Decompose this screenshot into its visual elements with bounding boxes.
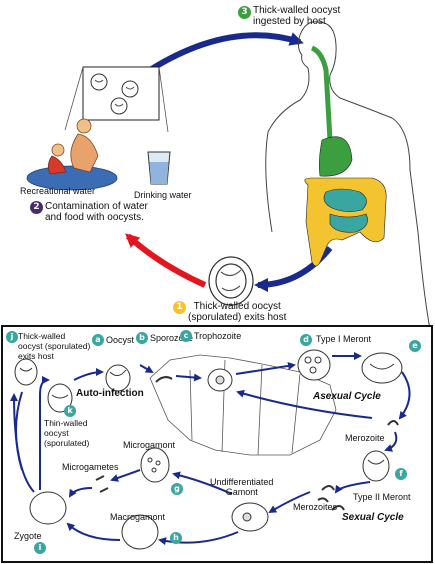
label-merozoites: Merozoites <box>293 502 338 512</box>
inset-oocysts <box>90 73 139 115</box>
microgamont-drawing <box>140 447 170 483</box>
merozoites-drawing <box>317 485 345 511</box>
step-1-badge: 1 <box>173 301 186 314</box>
badge-k: k <box>64 405 76 417</box>
central-oocyst <box>208 256 254 306</box>
merozoite-drawing <box>387 420 399 426</box>
label-b: Sporozoite <box>150 333 194 343</box>
drinking-water-glass <box>147 151 171 185</box>
meront-e-drawing <box>361 352 403 384</box>
meront-type1-drawing <box>297 349 331 381</box>
badge-j: j <box>6 331 18 343</box>
badge-a: a <box>92 334 104 346</box>
badge-b: b <box>136 332 148 344</box>
auto-infection-label: Auto-infection <box>76 388 144 399</box>
badge-d: d <box>300 334 312 346</box>
macrogamont-drawing <box>121 514 159 550</box>
recreational-water-figure <box>26 118 118 191</box>
badge-c: c <box>180 330 192 342</box>
arrow-ingestion <box>148 32 304 73</box>
asexual-cycle-label: Asexual Cycle <box>313 391 381 402</box>
label-g: Microgamont <box>123 440 176 450</box>
label-i: Zygote <box>14 531 42 541</box>
badge-i: i <box>34 542 46 554</box>
oocyst-a-drawing <box>105 364 131 392</box>
label-a: Oocyst <box>106 335 135 345</box>
label-d: Type I Meront <box>316 334 372 344</box>
step-2-text: Contamination of water and food with ooc… <box>45 201 148 223</box>
recreational-water-label: Recreational water <box>20 186 96 196</box>
microgametes-drawing <box>95 475 109 493</box>
cycle-arrows <box>10 352 411 546</box>
thick-oocyst-j-drawing <box>14 358 38 386</box>
sporozoite-drawing <box>155 376 173 383</box>
badge-h: h <box>170 532 182 544</box>
label-c: Trophozoite <box>194 331 242 341</box>
label-f: Type II Meront <box>353 492 411 502</box>
drinking-water-label: Drinking water <box>134 190 192 200</box>
zygote-drawing <box>29 491 67 525</box>
badge-g: g <box>171 483 183 495</box>
step-3-badge: 3 <box>238 6 251 19</box>
label-microgametes: Microgametes <box>62 462 119 472</box>
arrow-contamination <box>125 233 207 288</box>
badge-f: f <box>395 468 407 480</box>
step-3-text: Thick-walled oocyst ingested by host <box>253 5 341 27</box>
step-2-badge: 2 <box>30 201 43 214</box>
step-1-text: Thick-walled oocyst (sporulated) exits h… <box>188 301 287 323</box>
label-j: Thick-walled oocyst (sporulated) exits h… <box>18 331 91 361</box>
label-undiff: Undifferentiated Gamont <box>210 477 274 497</box>
arrow-exits-host <box>254 246 333 292</box>
meront-type2-drawing <box>362 450 390 482</box>
sexual-cycle-label: Sexual Cycle <box>342 512 404 523</box>
label-merozoite: Merozoite <box>345 433 385 443</box>
label-h: Macrogamont <box>110 512 166 522</box>
label-k: Thin-walled oocyst (sporulated) <box>44 418 90 448</box>
digestive-tract <box>304 45 387 267</box>
badge-e: e <box>409 340 421 352</box>
